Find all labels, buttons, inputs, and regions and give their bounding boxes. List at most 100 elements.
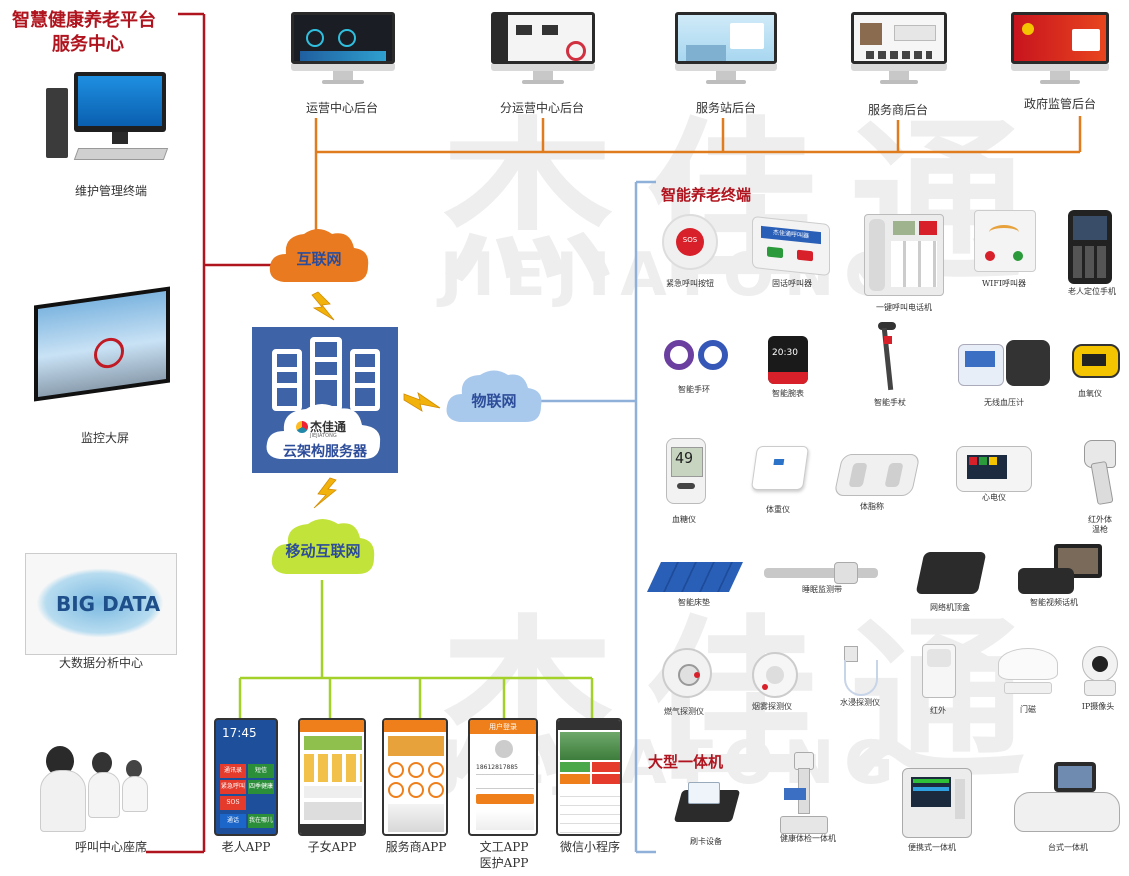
app-screen-wechat <box>556 718 622 836</box>
device-video-phone-label: 智能视频话机 <box>1030 598 1078 607</box>
backend-government-label: 政府监管后台 <box>1023 97 1096 111</box>
device-gas-detector-label: 燃气探测仪 <box>664 707 704 716</box>
device-blood-pressure-label: 无线血压计 <box>984 398 1024 407</box>
device-smoke-detector-label: 烟雾探测仪 <box>752 702 792 711</box>
desktop-computer-image <box>40 70 170 165</box>
backend-sub-operation-label: 分运营中心后台 <box>499 101 584 115</box>
server-label: 云架构服务器 <box>283 444 367 460</box>
device-card-reader <box>673 782 741 822</box>
device-smoke-detector <box>752 652 798 698</box>
device-smart-watch: 20:30 <box>768 336 808 384</box>
device-sleep-belt <box>764 562 878 584</box>
device-desktop-machine-label: 台式一体机 <box>1048 843 1088 852</box>
device-smart-mattress <box>647 562 743 592</box>
watch-time: 20:30 <box>772 348 798 358</box>
elder-app-btn-contacts: 通讯录 <box>220 764 246 778</box>
device-desktop-machine <box>1014 762 1120 832</box>
server-rack-3 <box>350 349 380 411</box>
video-wall-image <box>34 278 170 410</box>
server-brand-en: JIEJIATONG <box>310 433 337 439</box>
cloud-internet: 互联网 <box>266 224 372 288</box>
app-screen-children <box>298 718 366 836</box>
device-ecg-monitor-label: 心电仪 <box>982 493 1006 502</box>
backend-monitor-sub-operation <box>491 12 595 84</box>
terminals-title: 智能养老终端 <box>661 186 752 204</box>
server-logo-icon <box>296 421 308 433</box>
device-emergency-button: SOS <box>662 214 718 270</box>
device-smart-cane-label: 智能手杖 <box>874 398 906 407</box>
elder-app-btn-call: 通话 <box>220 814 246 828</box>
device-weight-scale-label: 体重仪 <box>766 505 790 514</box>
device-smart-mattress-label: 智能床垫 <box>678 598 710 607</box>
elder-app-btn-sms: 短信 <box>248 764 274 778</box>
device-water-detector <box>836 646 878 696</box>
device-ip-camera-label: IP摄像头 <box>1081 702 1115 711</box>
cloud-internet-label: 互联网 <box>296 250 342 268</box>
app-elder-label: 老人APP <box>221 840 271 854</box>
device-water-detector-label: 水浸探测仪 <box>840 698 880 707</box>
backend-operation-label: 运营中心后台 <box>305 101 378 115</box>
cloud-internet-shape <box>269 229 369 282</box>
device-one-key-phone-label: 一键呼叫电话机 <box>876 303 932 312</box>
server-cloud-shape <box>266 404 381 459</box>
backend-monitor-service-station <box>675 12 777 84</box>
device-oximeter-label: 血氧仪 <box>1078 389 1102 398</box>
device-health-kiosk <box>780 752 828 834</box>
device-landline-caller-label: 固话呼叫器 <box>772 279 812 288</box>
backend-service-station-label: 服务站后台 <box>695 101 756 115</box>
device-weight-scale <box>750 446 810 490</box>
device-oximeter <box>1072 344 1120 378</box>
cloud-iot: 物联网 <box>444 366 544 428</box>
cloud-iot-shape <box>446 370 542 422</box>
cloud-mobile: 移动互联网 <box>268 514 378 580</box>
device-smart-band <box>664 336 730 374</box>
device-door-sensor-label: 门磁 <box>1020 705 1036 714</box>
device-one-key-phone <box>864 214 944 296</box>
device-health-kiosk-label: 健康体检一体机 <box>780 834 836 843</box>
server-brand: 杰佳通 <box>310 420 347 434</box>
device-body-fat-scale <box>833 454 921 496</box>
terminal-call-center-label: 呼叫中心座席 <box>74 840 147 854</box>
device-blood-pressure <box>958 340 1052 390</box>
device-infrared-thermometer <box>1080 440 1116 506</box>
server-rack-1 <box>272 349 302 411</box>
device-smart-band-label: 智能手环 <box>678 385 710 394</box>
device-door-sensor <box>998 648 1058 696</box>
app-screen-provider <box>382 718 448 836</box>
large-machines-title: 大型一体机 <box>648 753 724 771</box>
device-set-top-box-label: 网络机顶盒 <box>930 603 970 612</box>
device-wifi-caller-label: WIFI呼叫器 <box>981 279 1027 288</box>
call-center-image <box>34 740 174 836</box>
cloud-mobile-shape <box>271 519 375 574</box>
app-screen-worker: 用户登录 18612817885 <box>468 718 538 836</box>
backend-provider-label: 服务商后台 <box>867 103 928 117</box>
worker-app-header: 用户登录 <box>470 720 536 734</box>
device-set-top-box <box>915 552 987 594</box>
device-ecg-monitor <box>956 446 1032 492</box>
backend-monitor-provider <box>851 12 947 84</box>
elder-app-btn-sos: SOS <box>220 796 246 810</box>
device-infrared-sensor-label: 红外 <box>930 706 946 715</box>
device-card-reader-label: 刷卡设备 <box>690 837 722 846</box>
app-provider-label: 服务商APP <box>385 840 447 854</box>
device-glucose-meter: 49 <box>666 438 706 504</box>
app-children-label: 子女APP <box>307 840 357 854</box>
glucose-value: 49 <box>675 449 694 467</box>
worker-app-phone: 18612817885 <box>476 764 534 775</box>
elder-app-btn-where: 我在哪儿 <box>248 814 274 828</box>
cloud-server: 杰佳通 JIEJIATONG 云架构服务器 <box>252 327 398 473</box>
device-emergency-button-label: 紧急呼叫按钮 <box>666 279 714 288</box>
elder-app-btn-health: 四季健康 <box>248 780 274 794</box>
app-screen-elder: 17:45 通讯录 短信 紧急呼叫 四季健康 SOS 通话 我在哪儿 <box>214 718 278 836</box>
device-video-phone <box>1018 544 1102 594</box>
big-data-text: BIG DATA <box>56 592 161 616</box>
device-portable-machine-label: 便携式一体机 <box>908 843 956 852</box>
device-wifi-caller <box>974 210 1036 272</box>
caller-brand: 杰佳通呼叫器 <box>761 225 821 245</box>
cloud-iot-label: 物联网 <box>471 392 517 410</box>
device-locator-phone <box>1068 210 1112 284</box>
device-sleep-belt-label: 睡眠监测带 <box>802 585 842 594</box>
device-gas-detector <box>662 648 712 698</box>
device-ip-camera <box>1080 646 1118 696</box>
